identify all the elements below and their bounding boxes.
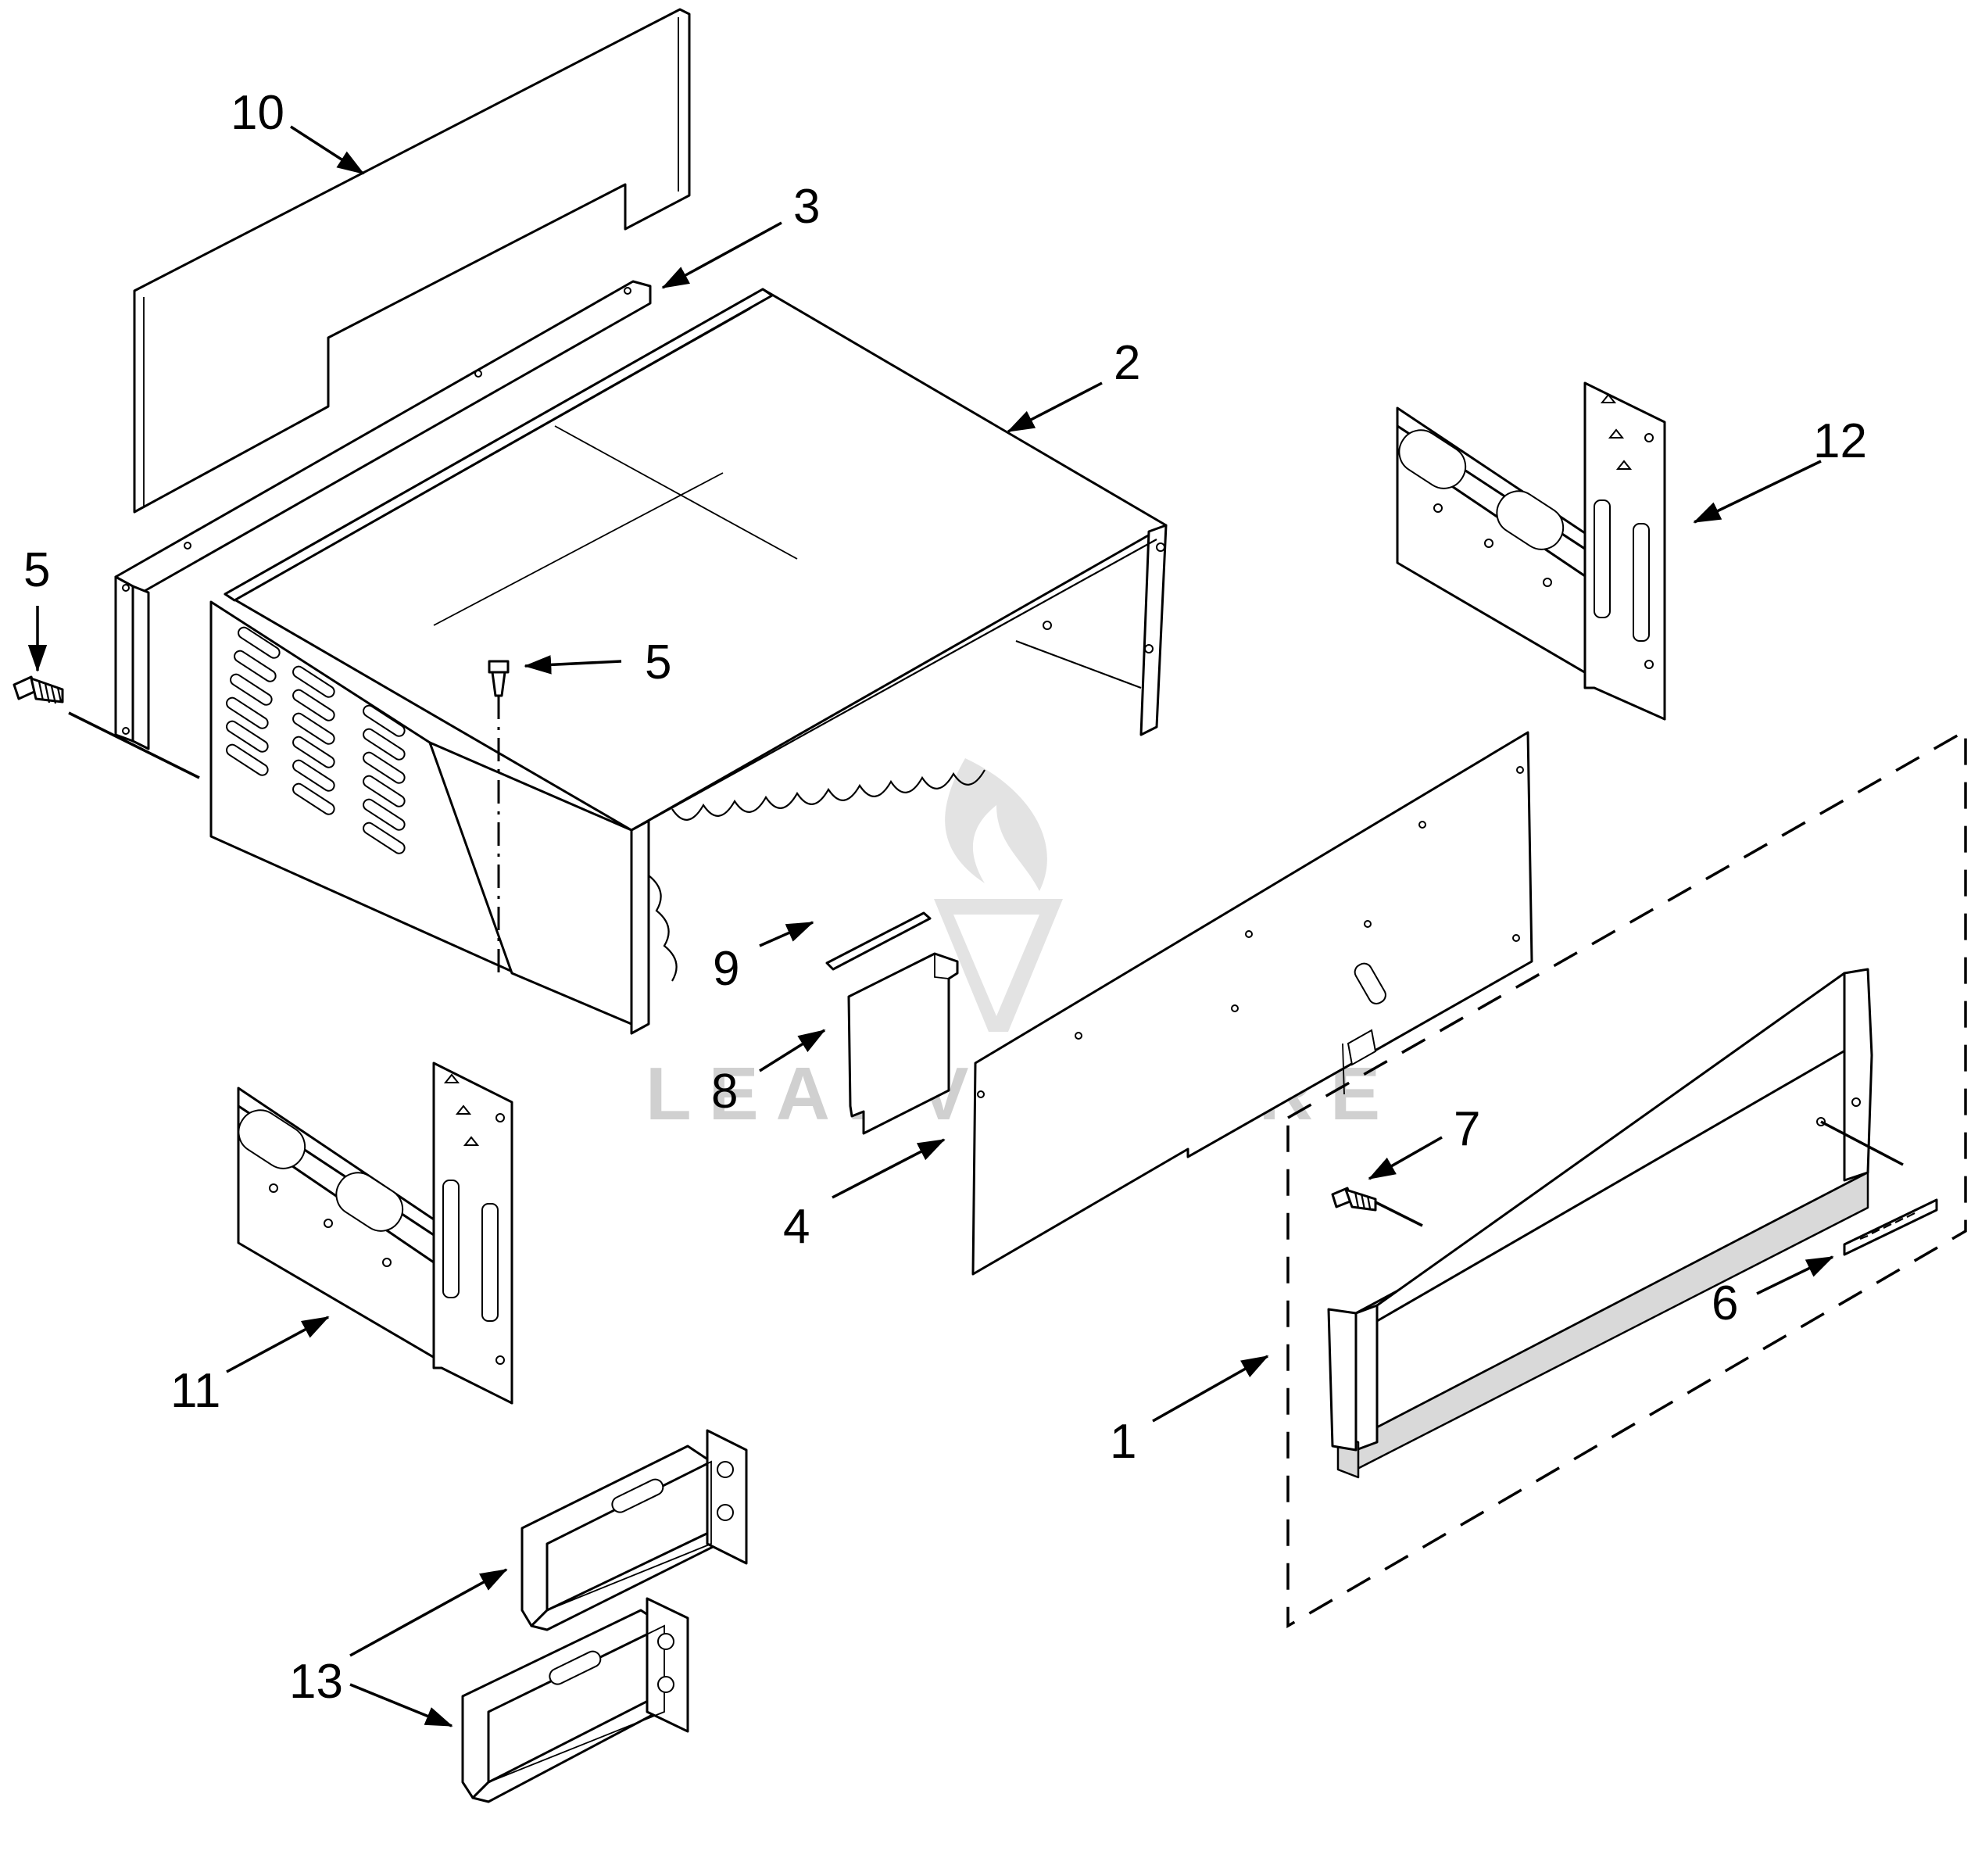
callout-12: 12: [1813, 414, 1867, 468]
part-11-left-bracket: [237, 1062, 513, 1405]
callout-11: 11: [170, 1364, 220, 1418]
arrow-10: [290, 125, 365, 175]
assembly-lines: [68, 696, 1904, 1227]
arrow-12: [1693, 460, 1822, 524]
arrow-2: [1007, 381, 1103, 433]
callout-7: 7: [1454, 1102, 1480, 1156]
callout-6: 6: [1712, 1276, 1738, 1330]
part-2-main-housing: [209, 288, 1168, 1035]
callout-1: 1: [1110, 1415, 1136, 1469]
part-5-screw-top: [488, 660, 510, 697]
leader-arrows: [27, 125, 1834, 1727]
arrow-6: [1756, 1255, 1834, 1295]
callout-labels: 10 3 2 12 5 5 9 8 4 7 6 1 11 13: [23, 86, 1867, 1709]
arrow-5-top: [524, 655, 622, 675]
arrow-13-upper: [349, 1568, 508, 1657]
callout-8: 8: [711, 1065, 738, 1119]
part-12-right-bracket: [1396, 381, 1666, 721]
callout-5-top: 5: [645, 635, 671, 689]
part-9-strip: [825, 911, 932, 971]
callout-13: 13: [289, 1655, 343, 1709]
arrow-13-lower: [349, 1683, 453, 1727]
arrow-4: [832, 1138, 946, 1199]
callout-2: 2: [1114, 336, 1140, 390]
arrow-1: [1152, 1355, 1269, 1423]
callout-3: 3: [793, 180, 820, 234]
callout-5-left: 5: [23, 543, 50, 597]
part-1-front-panel-assembly: [1286, 728, 1967, 1629]
watermark-logo-icon: [934, 758, 1063, 1032]
arrow-3: [661, 221, 782, 289]
arrow-11: [226, 1316, 330, 1373]
part-8-small-panel: [847, 952, 959, 1135]
part-10-top-panel: [133, 8, 691, 514]
arrow-9: [759, 921, 814, 947]
callout-4: 4: [783, 1200, 810, 1254]
callout-9: 9: [713, 942, 739, 996]
part-3-rear-rail: [114, 280, 652, 750]
part-6-label-plate: [1843, 1198, 1938, 1256]
arrow-7: [1368, 1136, 1443, 1180]
part-13-mounting-bracket-upper: [520, 1429, 748, 1631]
part-4-large-panel: [971, 731, 1533, 1276]
part-7-screw: [1331, 1187, 1377, 1212]
part-5-screw-left: [13, 675, 64, 704]
callout-10: 10: [231, 86, 284, 140]
part-13-mounting-bracket-lower: [461, 1597, 689, 1803]
arrow-8: [759, 1029, 826, 1072]
